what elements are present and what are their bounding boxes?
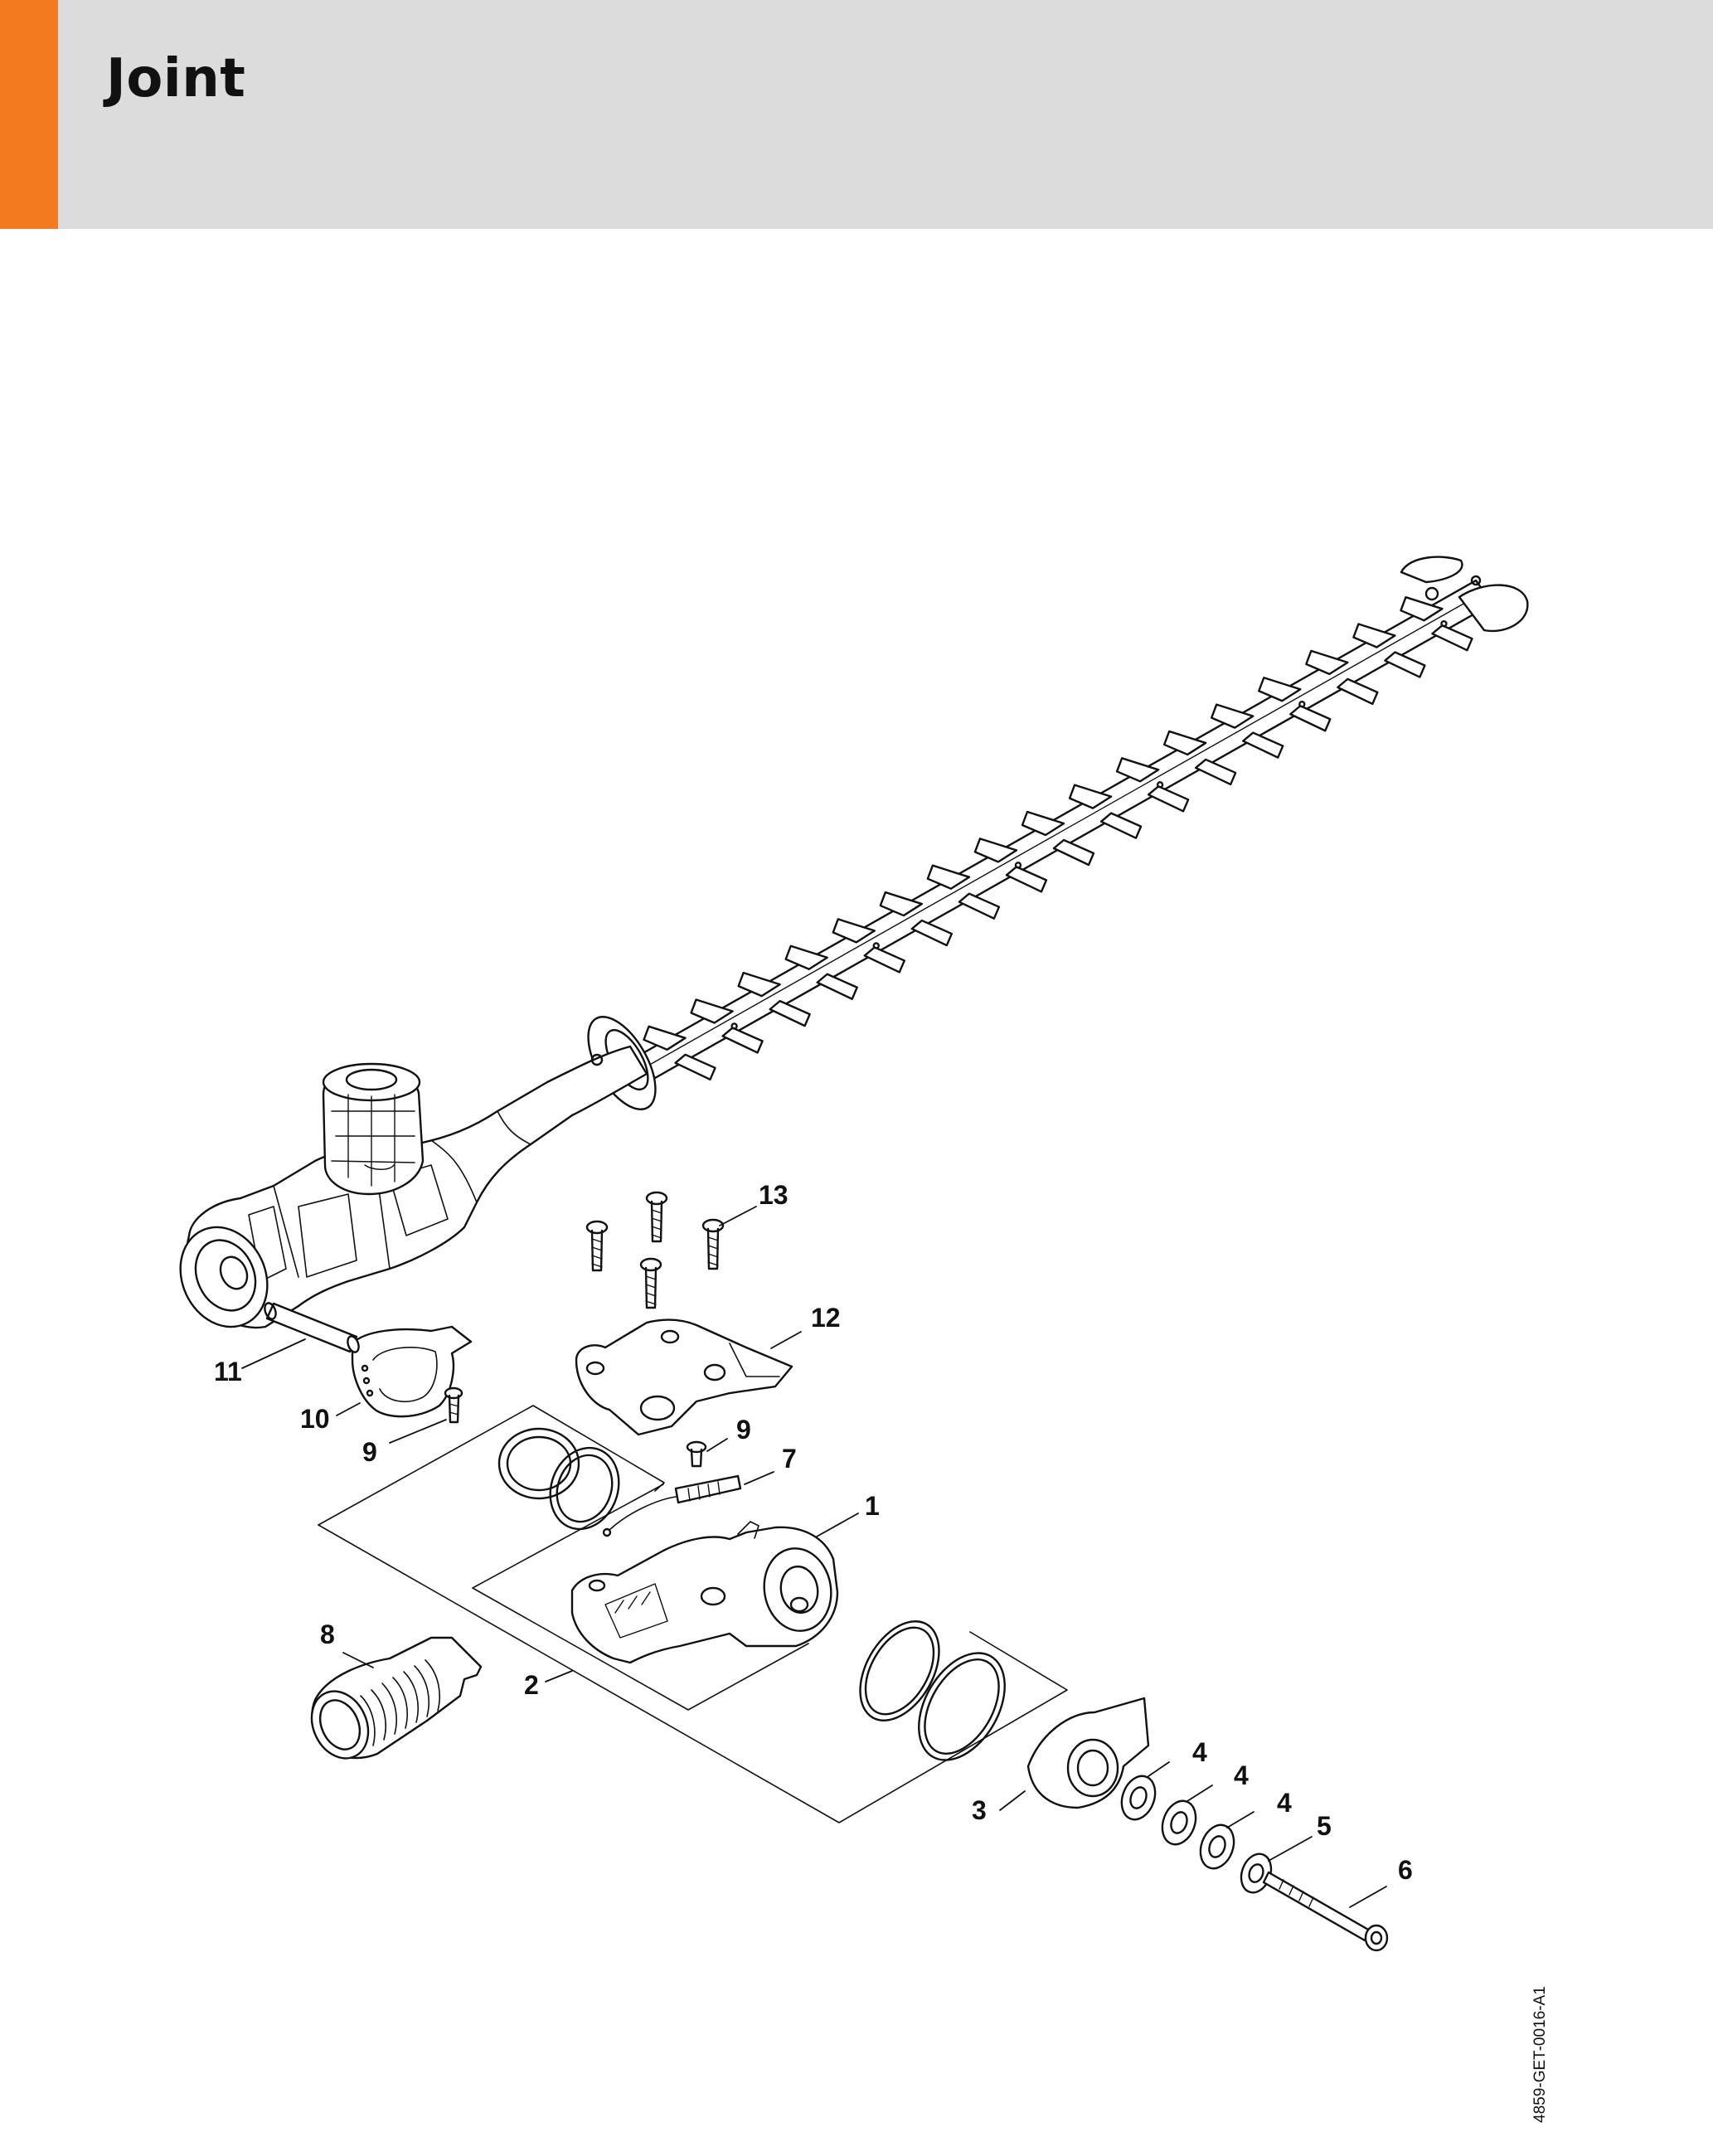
blade-tooth-upper	[1021, 810, 1065, 837]
callout-4-c: 4	[1277, 1788, 1292, 1818]
blade-tooth-lower	[1337, 677, 1379, 706]
callout-6: 6	[1398, 1855, 1413, 1885]
blade-tooth-upper	[643, 1025, 687, 1051]
blade-tooth-lower	[1384, 651, 1426, 678]
drawing-id: 4859-GET-0016-A1	[1531, 1986, 1549, 2123]
callout-13: 13	[759, 1180, 789, 1210]
blade-tooth-upper	[1352, 623, 1396, 648]
callout-7: 7	[782, 1444, 797, 1474]
callout-2: 2	[524, 1670, 539, 1700]
blade-tooth-lower	[1005, 866, 1048, 893]
blade-rivet	[1014, 862, 1022, 869]
callout-1: 1	[865, 1491, 880, 1521]
blade-tooth-lower	[769, 999, 811, 1027]
callout-3: 3	[972, 1795, 987, 1825]
blade-tooth-upper	[1305, 649, 1349, 676]
blade-rivet	[872, 942, 880, 949]
blade-tooth-lower	[910, 919, 954, 947]
blade-tooth-lower	[958, 892, 1001, 920]
part-3-cap	[1026, 1697, 1150, 1809]
callout-9-b: 9	[736, 1415, 751, 1445]
callout-11: 11	[214, 1357, 242, 1386]
blade-tooth-lower	[1052, 838, 1095, 867]
blade-tooth-lower	[1099, 812, 1143, 839]
part-11-pin	[264, 1302, 360, 1353]
blade-tooth-upper	[973, 838, 1018, 863]
blade-tooth-lower	[674, 1053, 716, 1081]
part-10-bracket	[351, 1325, 473, 1418]
blade-tooth-upper	[1258, 677, 1302, 702]
blade-tooth-upper	[1115, 757, 1160, 783]
blade-teeth-upper	[643, 595, 1444, 1051]
part-8-bellows-sleeve	[310, 1636, 483, 1760]
blade-tooth-upper	[784, 944, 828, 970]
part-9-screw-a	[444, 1386, 463, 1424]
blade-tooth-upper	[1162, 730, 1207, 756]
callout-labels: 13 12 1 7 9 11 10 9 8 2 3 4 4 4 5 6	[214, 1180, 1413, 1885]
callout-10: 10	[300, 1404, 330, 1434]
blade-rivet	[1156, 781, 1164, 789]
blade-tooth-lower	[1147, 785, 1190, 813]
blade-tooth-lower	[1194, 758, 1237, 786]
part-12-cover	[575, 1318, 793, 1436]
part-7-spring-pin	[602, 1474, 742, 1537]
blade-tooth-upper	[737, 971, 781, 998]
gear-housing	[179, 1016, 657, 1329]
blade-tooth-lower	[1242, 731, 1284, 759]
part-4-washer-c	[1199, 1823, 1235, 1870]
blade-tooth-upper	[926, 864, 971, 890]
part-9-screw-b	[686, 1440, 707, 1468]
header-bar: Joint	[0, 0, 1713, 229]
blade-tooth-lower	[1289, 705, 1332, 732]
callout-8: 8	[320, 1619, 335, 1649]
part-13-screws	[585, 1191, 725, 1309]
callout-9-a: 9	[362, 1437, 377, 1467]
blade-rivet	[730, 1022, 738, 1030]
blade-tooth-upper	[1068, 784, 1113, 809]
page-title: Joint	[106, 48, 246, 109]
hedge-blade	[638, 556, 1529, 1081]
blade-tooth-lower	[816, 973, 858, 1000]
part-4-washer-a	[1120, 1775, 1157, 1821]
callout-5: 5	[1317, 1811, 1332, 1841]
leader-lines	[241, 1206, 1387, 1908]
blade-tooth-lower	[863, 946, 905, 974]
blade-tooth-upper	[690, 998, 734, 1024]
callout-4-a: 4	[1192, 1737, 1207, 1767]
blade-rivets	[730, 619, 1448, 1030]
blade-teeth-lower	[674, 624, 1473, 1081]
callout-12: 12	[811, 1303, 841, 1333]
blade-tooth-upper	[1400, 595, 1444, 622]
callout-4-b: 4	[1234, 1760, 1249, 1790]
blade-tooth-upper	[1211, 703, 1254, 729]
part-2-kit-frame	[318, 1405, 1068, 1823]
part-1-housing	[570, 1521, 839, 1664]
blade-rivet	[1298, 701, 1306, 708]
blade-tooth-lower	[1431, 624, 1473, 652]
blade-tooth-upper	[879, 891, 924, 917]
header-accent-stripe	[0, 0, 58, 229]
blade-tooth-lower	[721, 1027, 764, 1054]
part-6-bolt	[1262, 1871, 1389, 1952]
part-4-washer-b	[1161, 1799, 1197, 1846]
blade-tooth-upper	[832, 918, 876, 944]
blade-rivet	[1440, 619, 1448, 628]
